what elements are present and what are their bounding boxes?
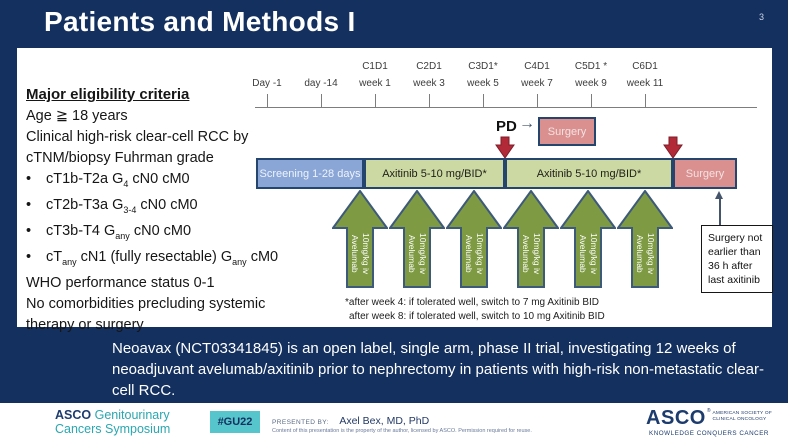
eligibility-criteria: Major eligibility criteria Age ≧ 18 year… [26,84,279,336]
timeline-cycle-label: C5D1 * [574,61,608,72]
eligibility-line: •cTany cN1 (fully resectable) Gany cM0 [26,248,279,267]
symposium-logo-line1: Genitourinary [94,408,170,422]
timeline-tick [645,94,646,107]
timeline-week-label: week 11 [626,78,664,89]
asco-org-line1: AMERICAN SOCIETY OF [712,411,772,416]
bar-screening: Screening 1-28 days [256,158,364,189]
bullet-icon: • [26,222,32,239]
timeline-cycle-label: C3D1* [468,61,498,72]
bar-axitinib: Axitinib 5-10 mg/BID* [364,158,505,189]
timeline-week-label: week 5 [467,78,499,89]
hashtag-badge: #GU22 [210,411,260,433]
bullet-icon: • [26,196,32,213]
disclaimer-text: Content of this presentation is the prop… [272,428,532,434]
registered-mark-icon: ® [706,408,711,414]
timeline-tick [267,94,268,107]
timeline-tick [429,94,430,107]
asco-logo-wordmark: ASCO [646,407,706,429]
surgery-note-arrow-line [719,198,721,225]
bar-axitinib: Axitinib 5-10 mg/BID* [505,158,673,189]
timeline-cycle-label: C1D1 [362,61,388,72]
asco-logo-org: AMERICAN SOCIETY OF CLINICAL ONCOLOGY [713,408,772,423]
eligibility-line: WHO performance status 0-1 [26,274,215,291]
timeline-tick [591,94,592,107]
end-red-down-arrow-icon [663,136,683,159]
bar-surgery: Surgery [673,158,737,189]
asco-logo: ASCO ® AMERICAN SOCIETY OF CLINICAL ONCO… [640,408,778,437]
timeline-week-label: week 9 [575,78,607,89]
timeline-tick [375,94,376,107]
timeline-cycle-label: C4D1 [524,61,550,72]
timeline-cycle-label: C2D1 [416,61,442,72]
content-panel: Major eligibility criteria Age ≧ 18 year… [17,48,773,333]
timeline-axis-line [255,107,757,108]
pd-right-arrow-icon: → [519,115,535,132]
timeline-week-label: week 3 [413,78,445,89]
timeline-week-label: week 7 [521,78,553,89]
pd-surgery-box: Surgery [538,117,596,146]
eligibility-line: No comorbidities precluding systemic the… [26,295,266,333]
presented-by: PRESENTED BY: Axel Bex, MD, PhD [272,411,429,429]
eligibility-heading: Major eligibility criteria [26,86,190,103]
eligibility-line: •cT1b-T2a G4 cN0 cM0 [26,171,190,189]
asco-tagline: KNOWLEDGE CONQUERS CANCER [649,430,769,437]
axitinib-footnote: *after week 4: if tolerated well, switch… [345,296,605,323]
timeline-week-label: week 1 [359,78,391,89]
trial-summary: Neoavax (NCT03341845) is an open label, … [112,340,764,399]
footer: ASCO Genitourinary Cancers Symposium #GU… [0,403,788,442]
presenter-name: Axel Bex, MD, PhD [339,415,430,427]
pd-red-down-arrow-icon [495,136,515,159]
eligibility-line: Age ≧ 18 years [26,108,128,124]
eligibility-line: •cT2b-T3a G3-4 cN0 cM0 [26,196,198,215]
slide-number: 3 [758,12,764,22]
bullet-icon: • [26,248,32,265]
asco-org-line2: CLINICAL ONCOLOGY [712,417,767,422]
timeline-cycle-label: C6D1 [632,61,658,72]
timeline-week-label: Day -1 [252,78,282,89]
presented-by-label: PRESENTED BY: [272,419,329,426]
timeline-tick [321,94,322,107]
timeline-week-label: day -14 [304,78,338,89]
surgery-note-box: Surgery not earlier than 36 h after last… [701,225,773,293]
eligibility-line: •cT3b-T4 Gany cN0 cM0 [26,222,192,241]
footnote-line: after week 8: if tolerated well, switch … [349,310,605,322]
footnote-line: *after week 4: if tolerated well, switch… [345,297,599,308]
symposium-logo-line2: Cancers Symposium [55,422,171,436]
surgery-note-arrow-head-icon [715,191,723,199]
page-title: Patients and Methods I [44,6,356,37]
timeline-tick [537,94,538,107]
pd-label: PD [496,118,517,135]
eligibility-line: Clinical high-risk clear-cell RCC by cTN… [26,129,249,166]
symposium-logo: ASCO Genitourinary Cancers Symposium [55,408,170,436]
bullet-icon: • [26,171,32,187]
symposium-logo-asco: ASCO [55,408,92,422]
timeline-tick [483,94,484,107]
